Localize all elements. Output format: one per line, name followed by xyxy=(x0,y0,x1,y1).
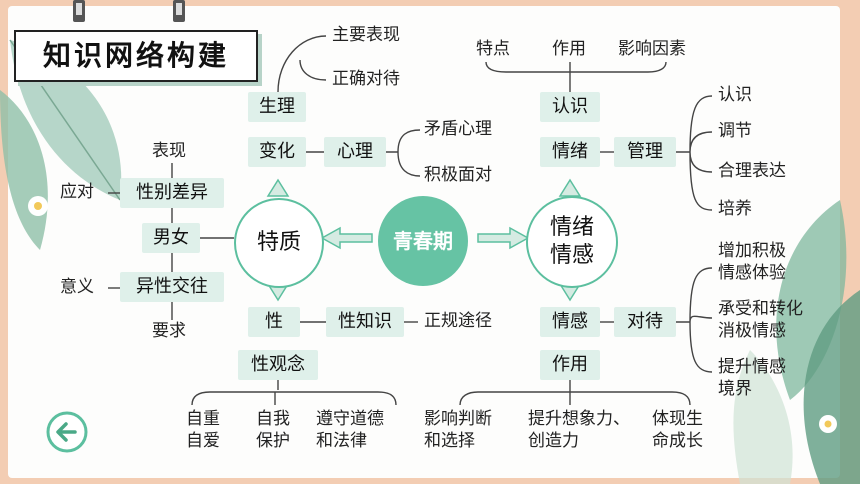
gender-cope: 应对 xyxy=(60,182,94,202)
manage-item: 调节 xyxy=(718,121,752,141)
know-item: 影响因素 xyxy=(618,39,686,59)
emotion-box: 情绪 xyxy=(540,137,600,167)
proper-way: 正规途径 xyxy=(424,311,492,331)
gender-diff-box: 性别差异 xyxy=(120,178,224,208)
physio-item: 主要表现 xyxy=(332,25,400,45)
binder-clip-icon xyxy=(73,0,85,22)
gender-expression: 表现 xyxy=(152,141,186,161)
left-hub-label: 特质 xyxy=(256,230,301,255)
sex-box: 性 xyxy=(248,307,300,337)
role-item: 影响判断 和选择 xyxy=(424,409,492,452)
sex-view-item: 遵守道德 和法律 xyxy=(316,409,384,452)
treat-item: 承受和转化 消极情感 xyxy=(718,299,803,342)
physio-box: 生理 xyxy=(248,92,306,122)
center-node: 青春期 xyxy=(378,196,468,286)
manage-item: 认识 xyxy=(718,85,752,105)
center-label: 青春期 xyxy=(393,229,453,253)
psych-box: 心理 xyxy=(324,137,386,167)
sex-view-box: 性观念 xyxy=(238,350,318,380)
right-hub-node: 情绪 情感 xyxy=(526,196,618,288)
change-box: 变化 xyxy=(248,137,306,167)
treat-item: 增加积极 情感体验 xyxy=(718,241,786,284)
feeling-box: 情感 xyxy=(540,307,600,337)
manage-item: 合理表达 xyxy=(718,161,786,181)
interact-meaning: 意义 xyxy=(60,277,94,297)
physio-item: 正确对待 xyxy=(332,69,400,89)
manage-item: 培养 xyxy=(718,199,752,219)
role-item: 提升想象力、 创造力 xyxy=(528,409,630,452)
gender-interact-box: 异性交往 xyxy=(120,272,224,302)
know-item: 特点 xyxy=(476,39,510,59)
back-arrow-icon[interactable] xyxy=(45,410,89,454)
psych-item: 积极面对 xyxy=(424,165,492,185)
left-hub-node: 特质 xyxy=(234,198,324,288)
psych-item: 矛盾心理 xyxy=(424,119,492,139)
treat-item: 提升情感 境界 xyxy=(718,357,786,400)
know-box: 认识 xyxy=(540,92,600,122)
binder-clip-icon xyxy=(173,0,185,22)
role-item: 体现生 命成长 xyxy=(652,409,703,452)
interact-require: 要求 xyxy=(152,321,186,341)
sex-view-item: 自重 自爱 xyxy=(186,409,220,452)
sex-knowledge-box: 性知识 xyxy=(326,307,404,337)
page-title: 知识网络构建 xyxy=(14,30,258,82)
male-female-box: 男女 xyxy=(142,223,200,253)
treat-box: 对待 xyxy=(614,307,676,337)
role-box: 作用 xyxy=(540,350,600,380)
leaf-decoration-right-icon xyxy=(733,200,860,484)
manage-box: 管理 xyxy=(614,137,676,167)
right-hub-label: 情绪 情感 xyxy=(549,215,594,268)
sex-view-item: 自我 保护 xyxy=(256,409,290,452)
know-item: 作用 xyxy=(552,39,586,59)
